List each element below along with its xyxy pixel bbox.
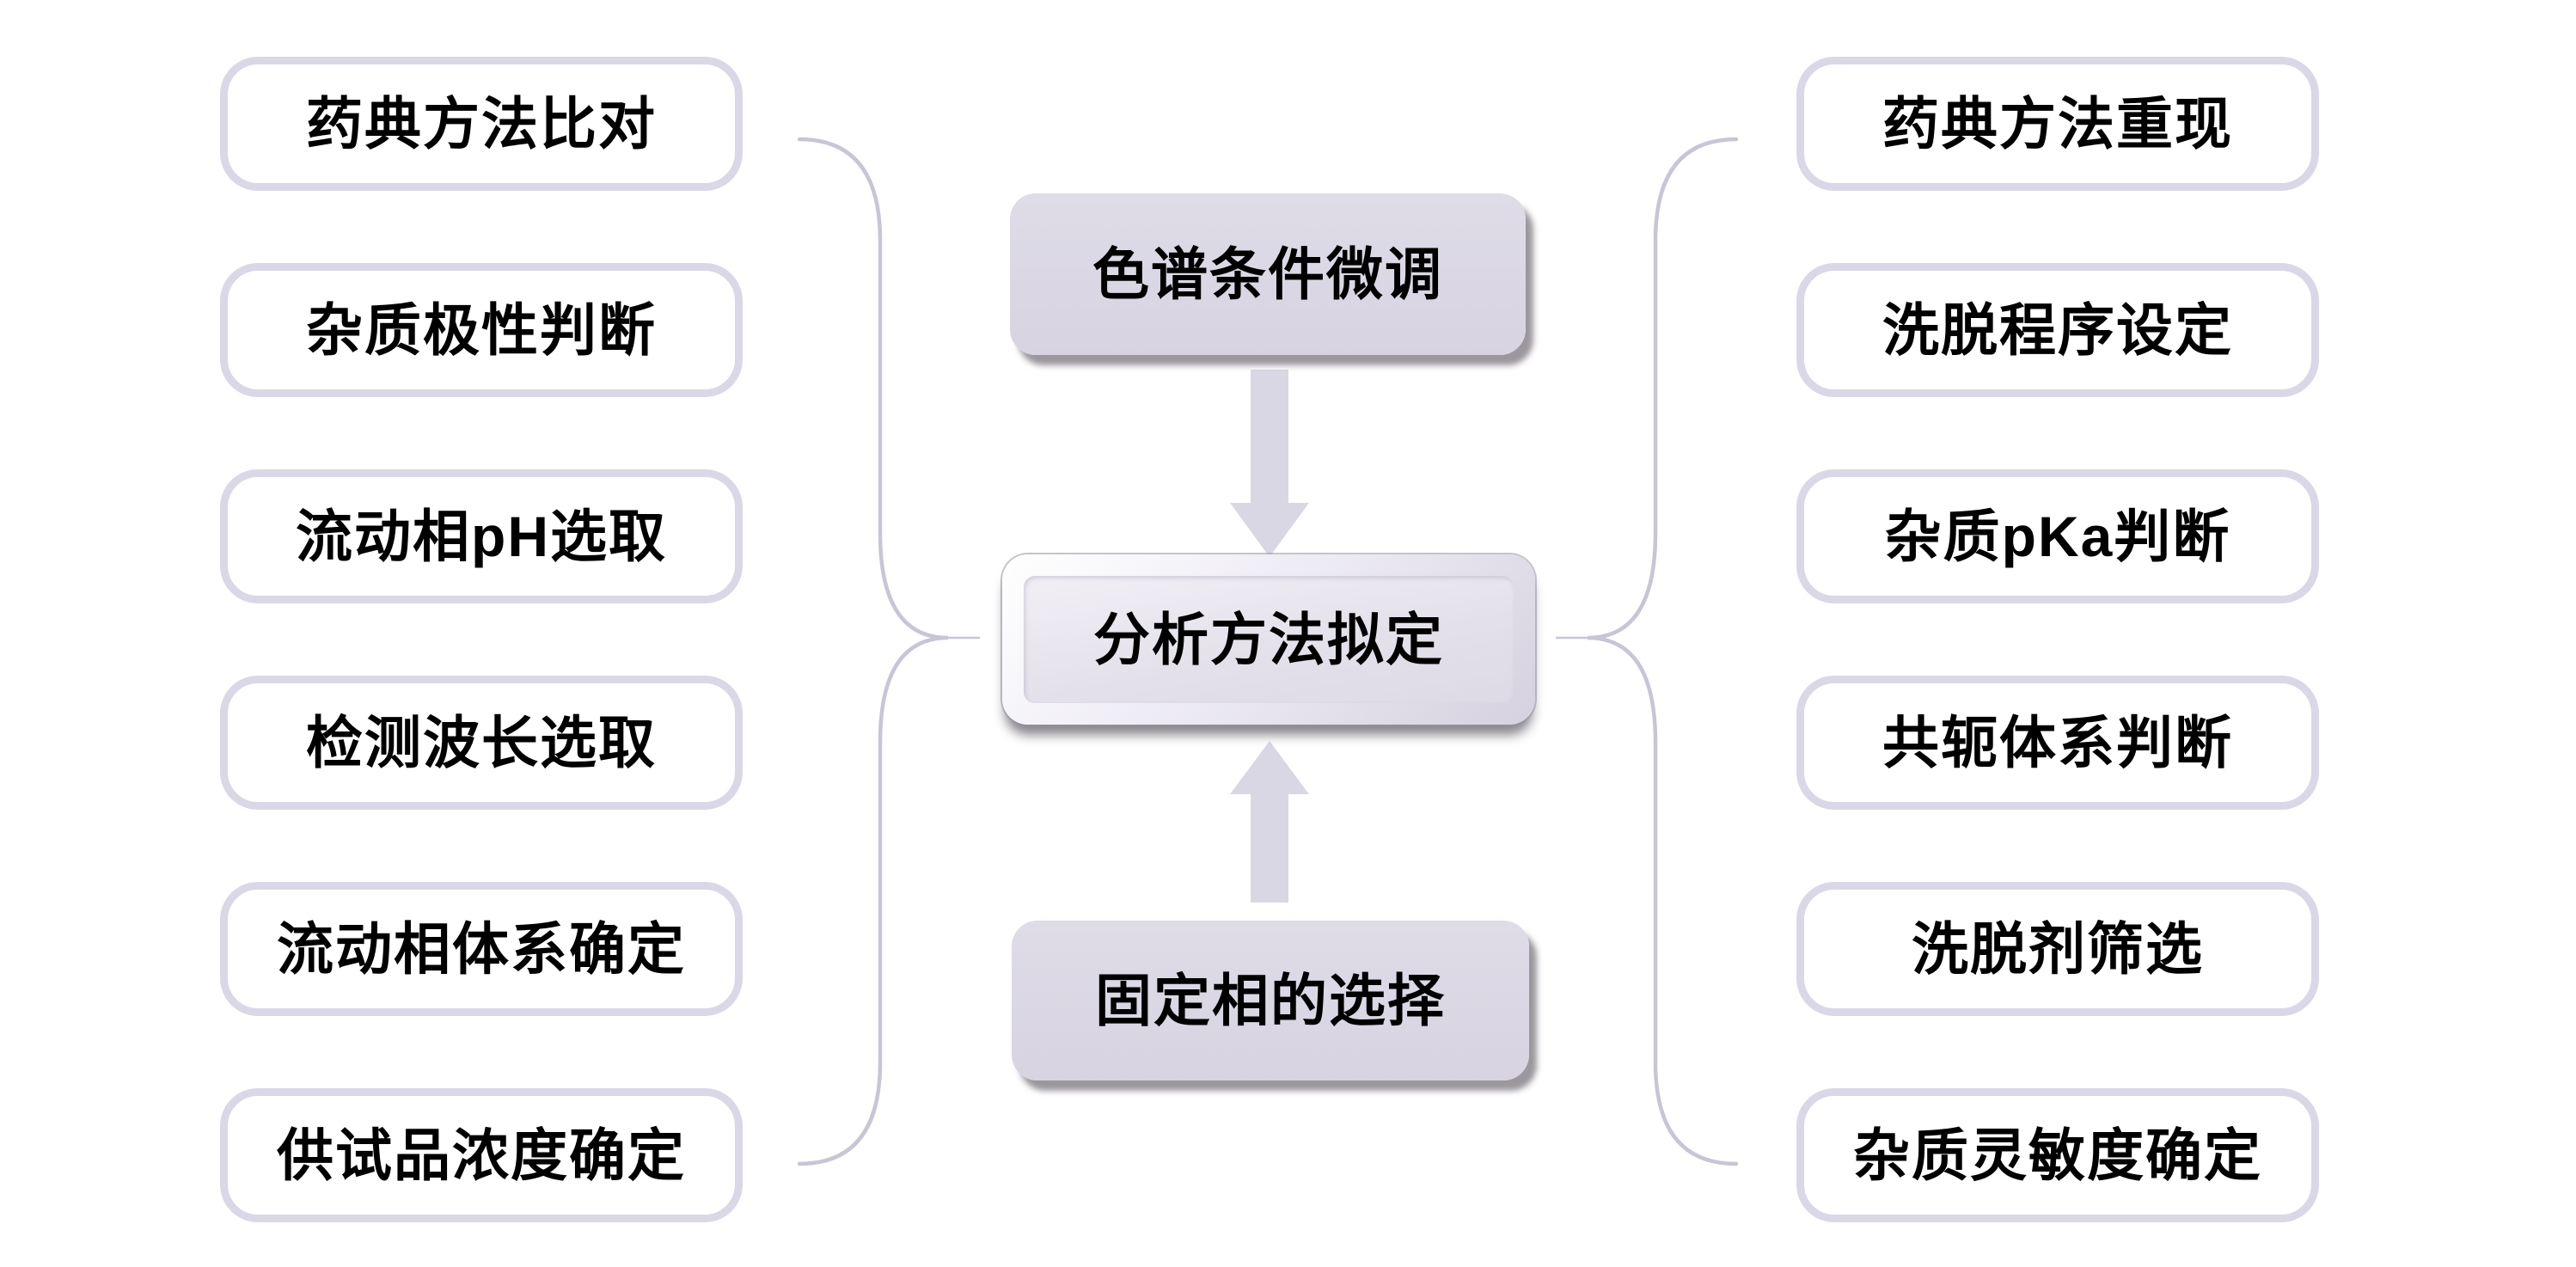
- right-brace: [1587, 137, 1739, 1166]
- left-brace: [797, 137, 949, 1166]
- up-arrow-icon: [1230, 741, 1309, 903]
- node-left-1: 药典方法比对: [220, 57, 743, 191]
- node-label: 固定相的选择: [1095, 969, 1446, 1032]
- node-left-6: 供试品浓度确定: [220, 1088, 743, 1222]
- node-label: 流动相体系确定: [277, 917, 686, 981]
- node-label: 杂质灵敏度确定: [1853, 1123, 2262, 1187]
- down-arrow-icon: [1230, 370, 1309, 557]
- node-label: 色谱条件微调: [1092, 242, 1443, 306]
- node-label: 洗脱剂筛选: [1912, 917, 2204, 981]
- node-label: 杂质极性判断: [306, 298, 657, 362]
- node-right-4: 共轭体系判断: [1796, 676, 2319, 810]
- node-right-2: 洗脱程序设定: [1796, 263, 2319, 397]
- node-left-2: 杂质极性判断: [220, 263, 743, 397]
- node-label: 杂质pKa判断: [1884, 505, 2231, 568]
- node-right-3: 杂质pKa判断: [1796, 469, 2319, 603]
- bevel-face: [1024, 576, 1514, 703]
- node-right-6: 杂质灵敏度确定: [1796, 1088, 2319, 1222]
- node-center-main: 分析方法拟定: [1002, 554, 1535, 725]
- node-label: 供试品浓度确定: [277, 1123, 686, 1187]
- node-left-4: 检测波长选取: [220, 676, 743, 810]
- node-label: 药典方法重现: [1882, 92, 2233, 156]
- node-right-5: 洗脱剂筛选: [1796, 882, 2319, 1016]
- node-left-3: 流动相pH选取: [220, 469, 743, 603]
- node-label: 流动相pH选取: [296, 505, 667, 568]
- node-left-5: 流动相体系确定: [220, 882, 743, 1016]
- node-center-bottom: 固定相的选择: [1012, 921, 1529, 1080]
- node-label: 药典方法比对: [306, 92, 657, 156]
- node-label: 共轭体系判断: [1882, 711, 2233, 774]
- node-label: 检测波长选取: [306, 711, 657, 774]
- node-label: 分析方法拟定: [1093, 608, 1444, 671]
- node-label: 洗脱程序设定: [1882, 298, 2233, 362]
- node-right-1: 药典方法重现: [1796, 57, 2319, 191]
- node-center-top: 色谱条件微调: [1010, 193, 1526, 355]
